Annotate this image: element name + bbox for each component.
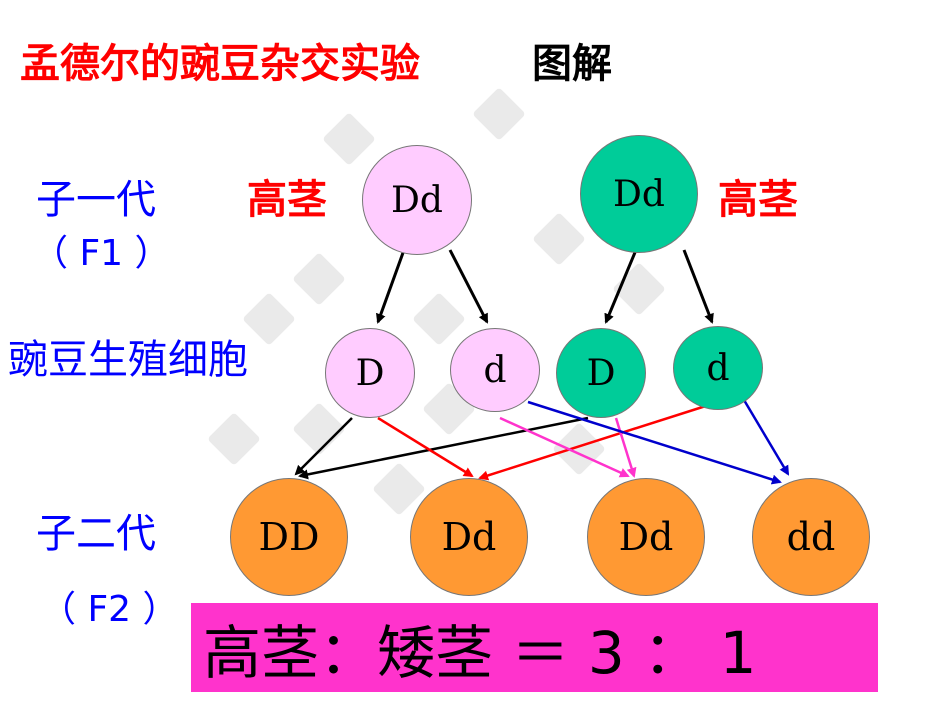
- gamete-4-circle: d: [673, 326, 763, 410]
- arrow-pinkD-to-Dd: [377, 416, 474, 478]
- offspring-4-genotype: dd: [786, 515, 836, 559]
- offspring-3-genotype: Dd: [618, 515, 674, 559]
- gamete-1-circle: D: [325, 328, 415, 418]
- gamete-label: 豌豆生殖细胞: [8, 337, 248, 383]
- parent-2-circle: Dd: [580, 135, 698, 253]
- ratio-box: 高茎：矮茎 ＝ 3 ： 1: [191, 603, 878, 692]
- gamete-2-circle: d: [450, 328, 540, 412]
- arrow-p2-to-gamete-d: [682, 249, 714, 324]
- gamete-3-circle: D: [556, 328, 646, 418]
- offspring-1-genotype: DD: [258, 515, 320, 559]
- arrow-pinkd-to-Dd: [499, 416, 630, 478]
- arrow-tealD-to-DD: [298, 416, 589, 480]
- parent-2-phenotype: 高茎: [718, 177, 798, 223]
- arrow-tealD2-to-Dd: [614, 417, 637, 478]
- arrow-p2-to-gamete-D: [604, 249, 638, 324]
- gamete-3-allele: D: [586, 352, 616, 394]
- parent-1-circle: Dd: [362, 145, 472, 255]
- arrow-tealD-to-Dd: [478, 402, 713, 481]
- offspring-2-genotype: Dd: [441, 515, 497, 559]
- arrow-p1-to-gamete-D: [376, 249, 406, 324]
- parent-1-genotype: Dd: [391, 179, 443, 221]
- gamete-2-allele: d: [483, 349, 507, 391]
- offspring-3-circle: Dd: [587, 478, 705, 596]
- arrow-pinkD-to-DD: [294, 417, 353, 476]
- f1-label: 子一代: [36, 177, 156, 223]
- diagram-subtitle: 图解: [532, 41, 612, 87]
- f2-sub-label: （ F2 ）: [40, 589, 179, 630]
- arrow-pinkd-to-dd: [527, 400, 782, 485]
- ratio-text: 高茎：矮茎 ＝ 3 ： 1: [203, 618, 757, 687]
- parent-1-phenotype: 高茎: [247, 177, 327, 223]
- offspring-1-circle: DD: [230, 478, 348, 596]
- diagram-title: 孟德尔的豌豆杂交实验: [20, 41, 420, 87]
- parent-2-genotype: Dd: [613, 173, 665, 215]
- arrow-tealdd-to-dd: [742, 399, 790, 476]
- f1-sub-label: （ F1 ）: [32, 233, 171, 274]
- offspring-2-circle: Dd: [410, 478, 528, 596]
- f2-label: 子二代: [36, 511, 156, 557]
- offspring-4-circle: dd: [752, 478, 870, 596]
- gamete-4-allele: d: [706, 347, 730, 389]
- gamete-1-allele: D: [355, 352, 385, 394]
- arrow-p1-to-gamete-d: [448, 249, 489, 324]
